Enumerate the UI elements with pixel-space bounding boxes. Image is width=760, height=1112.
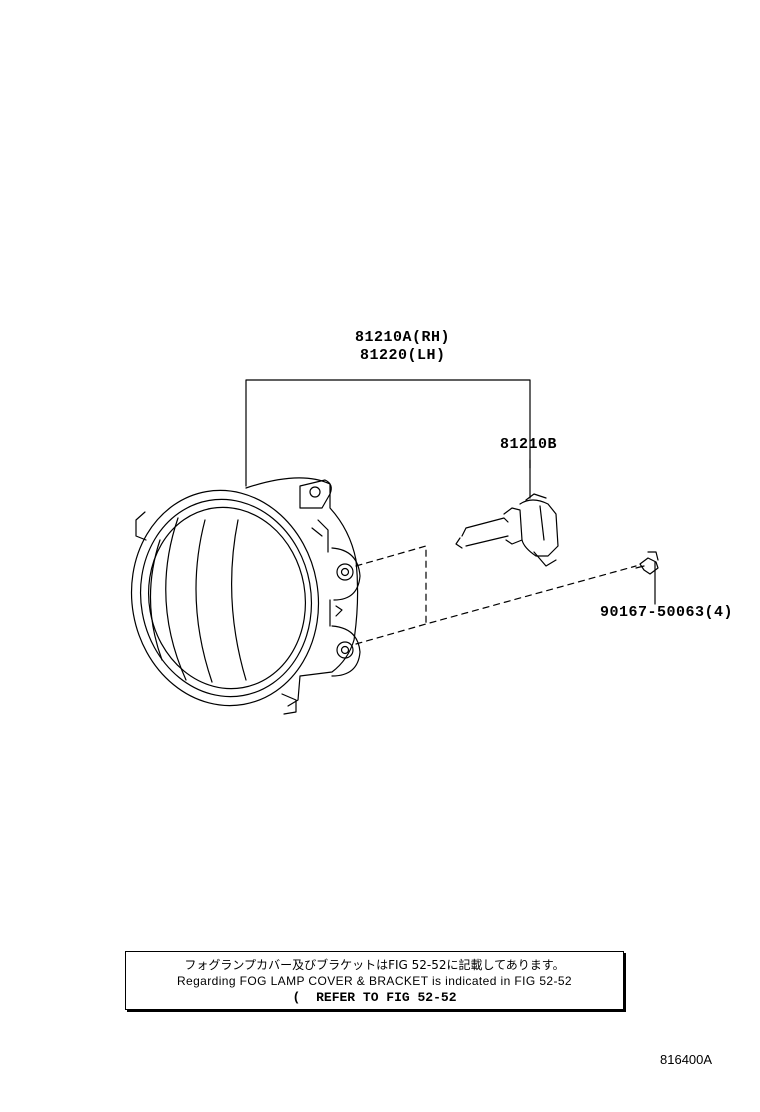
install-dashed-lines bbox=[355, 545, 637, 645]
screw-drawing bbox=[635, 551, 659, 575]
note-refer-line: ( REFER TO FIG 52-52 bbox=[126, 990, 623, 1005]
catalog-id: 816400A bbox=[660, 1052, 713, 1067]
note-japanese-text: フォグランプカバー及びブラケットはFIG 52-52に記載してあります。 bbox=[184, 958, 565, 972]
label-bulb: 81210B bbox=[500, 436, 558, 453]
note-english-text: Regarding FOG LAMP COVER & BRACKET is in… bbox=[176, 974, 573, 988]
label-screw: 90167-50063(4) bbox=[600, 604, 734, 621]
note-refer-text: REFER TO FIG 52-52 bbox=[316, 990, 457, 1005]
fog-lamp-lens-drawing bbox=[130, 489, 320, 707]
label-lamp-rh: 81210A(RH) bbox=[355, 329, 451, 346]
note-refer-prefix: ( bbox=[292, 990, 301, 1005]
fog-lamp-bulb-drawing bbox=[455, 493, 559, 567]
label-lamp-lh: 81220(LH) bbox=[360, 347, 446, 364]
fog-lamp-housing-drawing bbox=[135, 477, 361, 715]
reference-note-box: フォグランプカバー及びブラケットはFIG 52-52に記載してあります。 Reg… bbox=[125, 951, 624, 1010]
leader-line-lamp bbox=[245, 379, 531, 487]
